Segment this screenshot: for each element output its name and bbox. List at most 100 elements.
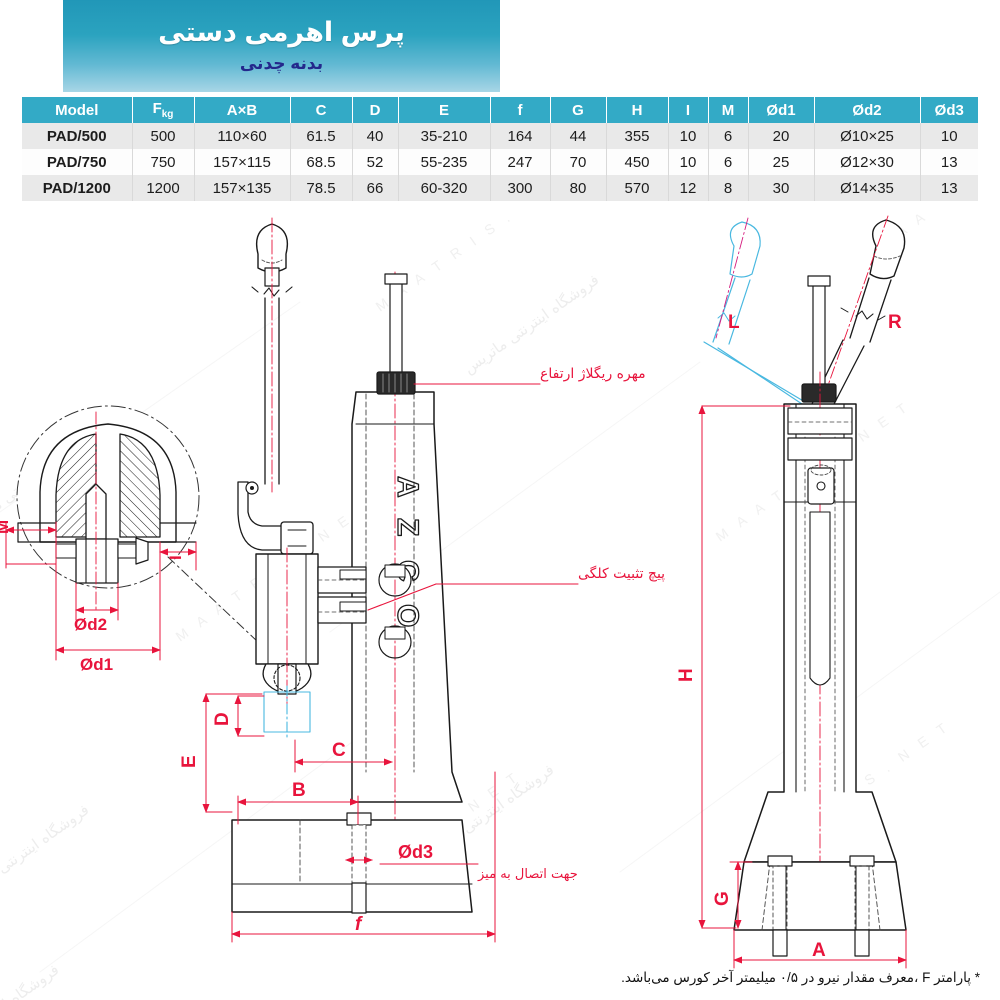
dim-label-od2: Ød2 [74, 615, 107, 634]
head-clamp-assembly [317, 563, 412, 659]
callout-text-head-fixing-screw: پیچ تثبیت کلگی [578, 565, 665, 582]
svg-text:فروشگاه اینترنتی ماتریس: فروشگاه اینترنتی ماتریس [460, 271, 602, 378]
col-header-g: G [550, 97, 607, 123]
col-header-f-kg: Fkg [132, 97, 195, 123]
lever-handle [251, 217, 293, 493]
side-column [743, 371, 897, 913]
dim-label-e: E [179, 755, 200, 768]
dim-label-i: I [166, 555, 185, 560]
cell-m: 6 [708, 123, 749, 149]
svg-text:فروشگاه اینترنتی ماتریس: فروشگاه اینترنتی ماتریس [0, 961, 62, 1000]
cell-od2: Ø10×25 [814, 123, 921, 149]
cell-f-kg: 750 [132, 149, 195, 175]
dim-label-b: B [292, 780, 306, 801]
callout-text-height-adjust-nut: مهره ریگلاژ ارتفاع [540, 365, 646, 382]
page-title: پرس اهرمی دستی [158, 16, 405, 47]
cell-d: 52 [352, 149, 399, 175]
page-subtitle: بدنه چدنی [239, 54, 324, 74]
col-header-c: C [290, 97, 353, 123]
cell-f: 164 [490, 123, 551, 149]
front-view: A Z C O [179, 217, 665, 943]
col-header-od2: Ød2 [814, 97, 921, 123]
cell-od2: Ø14×35 [814, 175, 921, 201]
dim-label-g: G [712, 891, 733, 906]
ram-cylinder [255, 547, 319, 713]
svg-text:A: A [391, 476, 424, 498]
cell-od3: 13 [940, 153, 958, 171]
cell-c: 68.5 [290, 149, 353, 175]
detail-section-view: M I Ød2 Ød1 [0, 405, 259, 674]
cell-h: 570 [606, 175, 669, 201]
cell-f-kg: 500 [132, 123, 195, 149]
ram-travel-ghost [263, 685, 311, 741]
col-header-e: E [398, 97, 491, 123]
col-header-i: I [668, 97, 709, 123]
cell-e: 55-235 [398, 149, 491, 175]
table-row: PAD/1200 1200 157×135 78.5 66 60-320 300… [22, 175, 978, 201]
cell-model: PAD/500 [22, 123, 133, 149]
cell-e: 35-210 [398, 123, 491, 149]
cell-od1: 20 [748, 123, 815, 149]
dim-label-od3: Ød3 [398, 842, 433, 862]
col-header-od3: Ød3 [920, 97, 978, 123]
svg-text:O: O [391, 604, 424, 627]
cell-g: 80 [550, 175, 607, 201]
dim-label-d: D [212, 712, 233, 726]
height-adjust-nut-icon [376, 371, 416, 395]
specifications-table: Model Fkg A×B C D E f G H I M Ød1 Ød2 Ød… [22, 97, 978, 201]
machine-column: A Z C O [351, 271, 463, 913]
col-header-d: D [352, 97, 399, 123]
header-banner: پرس اهرمی دستی بدنه چدنی [63, 0, 500, 92]
side-adjust-rod [801, 275, 837, 403]
col-header-h: H [606, 97, 669, 123]
cell-od1: 30 [748, 175, 815, 201]
callout-height-adjust-nut: مهره ریگلاژ ارتفاع [413, 365, 646, 385]
col-header-f-sub: kg [161, 109, 174, 120]
front-dimensions [202, 693, 496, 943]
cell-axb: 110×60 [194, 123, 291, 149]
height-adjust-rod [376, 273, 416, 395]
col-header-axb: A×B [194, 97, 291, 123]
dim-label-f: f [355, 914, 363, 935]
col-header-f-main: F [152, 100, 162, 117]
cell-d: 40 [352, 123, 399, 149]
lever-label-right: R [888, 312, 902, 333]
side-base [733, 855, 907, 957]
cell-od2: Ø12×30 [814, 149, 921, 175]
footnote: * پارامتر F ،معرف مقدار نیرو در ۰/۵ میلی… [621, 970, 980, 985]
cell-f: 247 [490, 149, 551, 175]
cell-f-kg: 1200 [132, 175, 195, 201]
col-header-model: Model [22, 97, 133, 123]
dim-label-c: C [332, 740, 346, 761]
cell-od3: 10 [940, 127, 958, 145]
lever-label-left: L [728, 312, 740, 333]
base-plate [231, 812, 473, 914]
dim-label-m: M [0, 520, 12, 534]
side-view: L R [676, 215, 907, 969]
cell-axb: 157×115 [194, 149, 291, 175]
callout-head-fixing-screw: پیچ تثبیت کلگی [367, 565, 665, 611]
callout-text-table-mount: جهت اتصال به میز [477, 867, 578, 882]
cell-h: 355 [606, 123, 669, 149]
cell-d: 66 [352, 175, 399, 201]
table-header-row: Model Fkg A×B C D E f G H I M Ød1 Ød2 Ød… [22, 97, 978, 123]
cell-axb: 157×135 [194, 175, 291, 201]
cell-h: 450 [606, 149, 669, 175]
cell-f: 300 [490, 175, 551, 201]
svg-text:Z: Z [391, 518, 424, 536]
col-header-m: M [708, 97, 749, 123]
dim-label-a: A [812, 940, 826, 961]
dim-label-h: H [676, 668, 697, 682]
svg-text:M A A T R I S . N E T: M A A T R I S . N E T [373, 212, 574, 314]
cell-e: 60-320 [398, 175, 491, 201]
cell-model: PAD/750 [22, 149, 133, 175]
cell-m: 6 [708, 149, 749, 175]
cell-od1: 25 [748, 149, 815, 175]
lever-ghost-left [703, 217, 809, 409]
cell-i: 10 [668, 123, 709, 149]
lever-pivot-arm [237, 481, 314, 555]
dim-label-od1: Ød1 [80, 655, 113, 674]
cell-i: 10 [668, 149, 709, 175]
technical-drawing: فروشگاه اینترنتی ماتریس فروشگاه اینترنتی… [0, 212, 1000, 1000]
